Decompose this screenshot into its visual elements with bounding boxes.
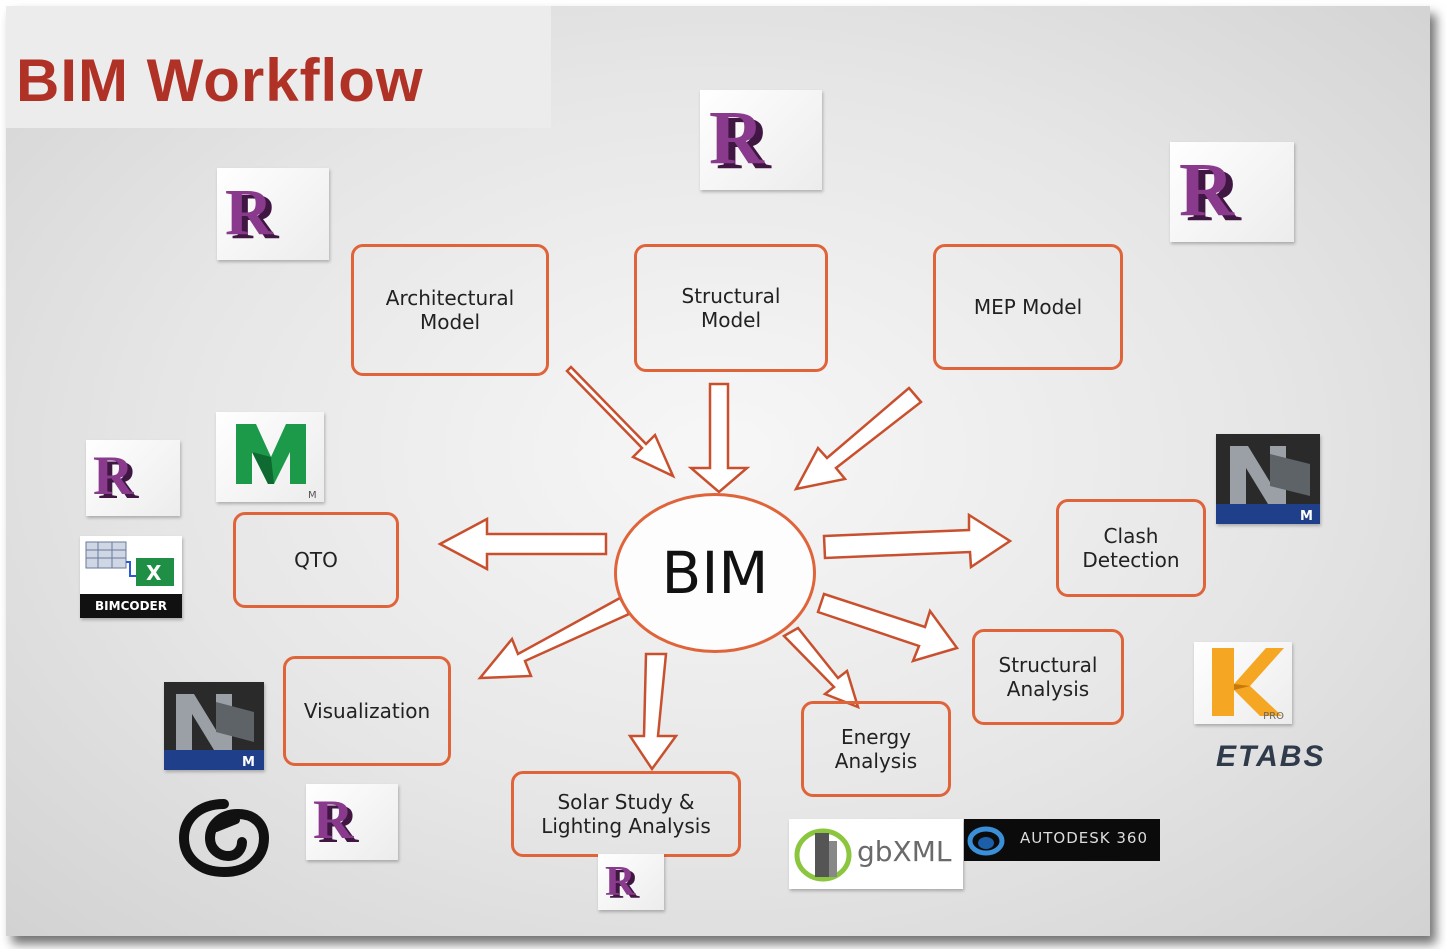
svg-text:R: R xyxy=(231,180,280,253)
arrows-layer xyxy=(437,365,1013,772)
bim-hub: BIM xyxy=(614,493,816,653)
node-clash-detection: Clash Detection xyxy=(1056,499,1206,597)
node-label: Architectural Model xyxy=(385,286,515,334)
navisworks-green-logo-icon: M xyxy=(216,412,324,502)
arrow-bim-to-clash xyxy=(822,512,1013,570)
node-label: Solar Study & Lighting Analysis xyxy=(541,790,711,838)
autodesk-360-logo-icon: AUTODESK 360 xyxy=(964,819,1160,861)
slide: BIM Workflow BIM Architectural Model Str… xyxy=(6,6,1430,936)
node-label: QTO xyxy=(294,548,338,572)
robot-structural-logo-icon: PRO xyxy=(1194,642,1292,724)
navisworks-logo-icon: M xyxy=(1216,434,1320,524)
svg-text:M: M xyxy=(242,755,255,770)
autodesk-360-label: AUTODESK 360 xyxy=(1020,829,1148,847)
page-title: BIM Workflow xyxy=(16,47,424,114)
node-label: MEP Model xyxy=(973,295,1083,319)
svg-text:R: R xyxy=(716,101,772,185)
svg-text:M: M xyxy=(308,490,317,501)
navisworks-logo-icon: M xyxy=(164,682,264,770)
node-structural-model: Structural Model xyxy=(634,244,828,372)
node-label: Energy Analysis xyxy=(834,725,918,773)
node-mep-model: MEP Model xyxy=(933,244,1123,370)
arrow-struct-to-bim xyxy=(687,382,751,494)
bimcoder-logo-icon: X BIMCODER xyxy=(80,536,182,618)
arrow-bim-to-structural-analysis xyxy=(816,592,960,663)
etabs-logo: ETABS xyxy=(1216,740,1326,773)
hub-label: BIM xyxy=(661,539,769,607)
svg-text:R: R xyxy=(605,859,636,905)
svg-text:R: R xyxy=(98,449,139,511)
svg-text:R: R xyxy=(313,789,354,851)
node-visualization: Visualization xyxy=(283,656,451,766)
arrow-mep-to-bim xyxy=(793,386,923,491)
arrow-arch-to-bim xyxy=(565,365,676,479)
robot-pro-badge: PRO xyxy=(1263,711,1284,722)
gbxml-label: gbXML xyxy=(857,835,952,868)
arrow-bim-to-visualization xyxy=(477,596,631,680)
node-label: Visualization xyxy=(303,699,431,723)
node-energy-analysis: Energy Analysis xyxy=(801,701,951,797)
node-qto: QTO xyxy=(233,512,399,608)
svg-text:R: R xyxy=(318,793,359,855)
3ds-max-logo-icon xyxy=(178,799,270,878)
node-solar-lighting-analysis: Solar Study & Lighting Analysis xyxy=(511,771,741,857)
node-label: Clash Detection xyxy=(1082,524,1180,572)
svg-text:R: R xyxy=(1186,153,1242,237)
svg-text:R: R xyxy=(1179,148,1235,232)
bimcoder-label: BIMCODER xyxy=(95,599,167,613)
arrow-bim-to-solar xyxy=(627,652,679,772)
node-label: Structural Analysis xyxy=(998,653,1098,701)
arrow-bim-to-qto xyxy=(437,516,608,572)
svg-text:X: X xyxy=(146,561,162,585)
node-label: Structural Model xyxy=(681,284,781,332)
svg-text:M: M xyxy=(1300,509,1313,524)
svg-text:R: R xyxy=(225,176,274,249)
node-structural-analysis: Structural Analysis xyxy=(972,629,1124,725)
node-architectural-model: Architectural Model xyxy=(351,244,549,376)
gbxml-logo-icon: gbXML xyxy=(789,819,963,889)
svg-text:R: R xyxy=(609,862,640,908)
arrow-bim-to-energy xyxy=(781,626,860,710)
title-band xyxy=(6,6,551,128)
svg-text:R: R xyxy=(93,445,134,507)
svg-text:R: R xyxy=(709,96,765,180)
